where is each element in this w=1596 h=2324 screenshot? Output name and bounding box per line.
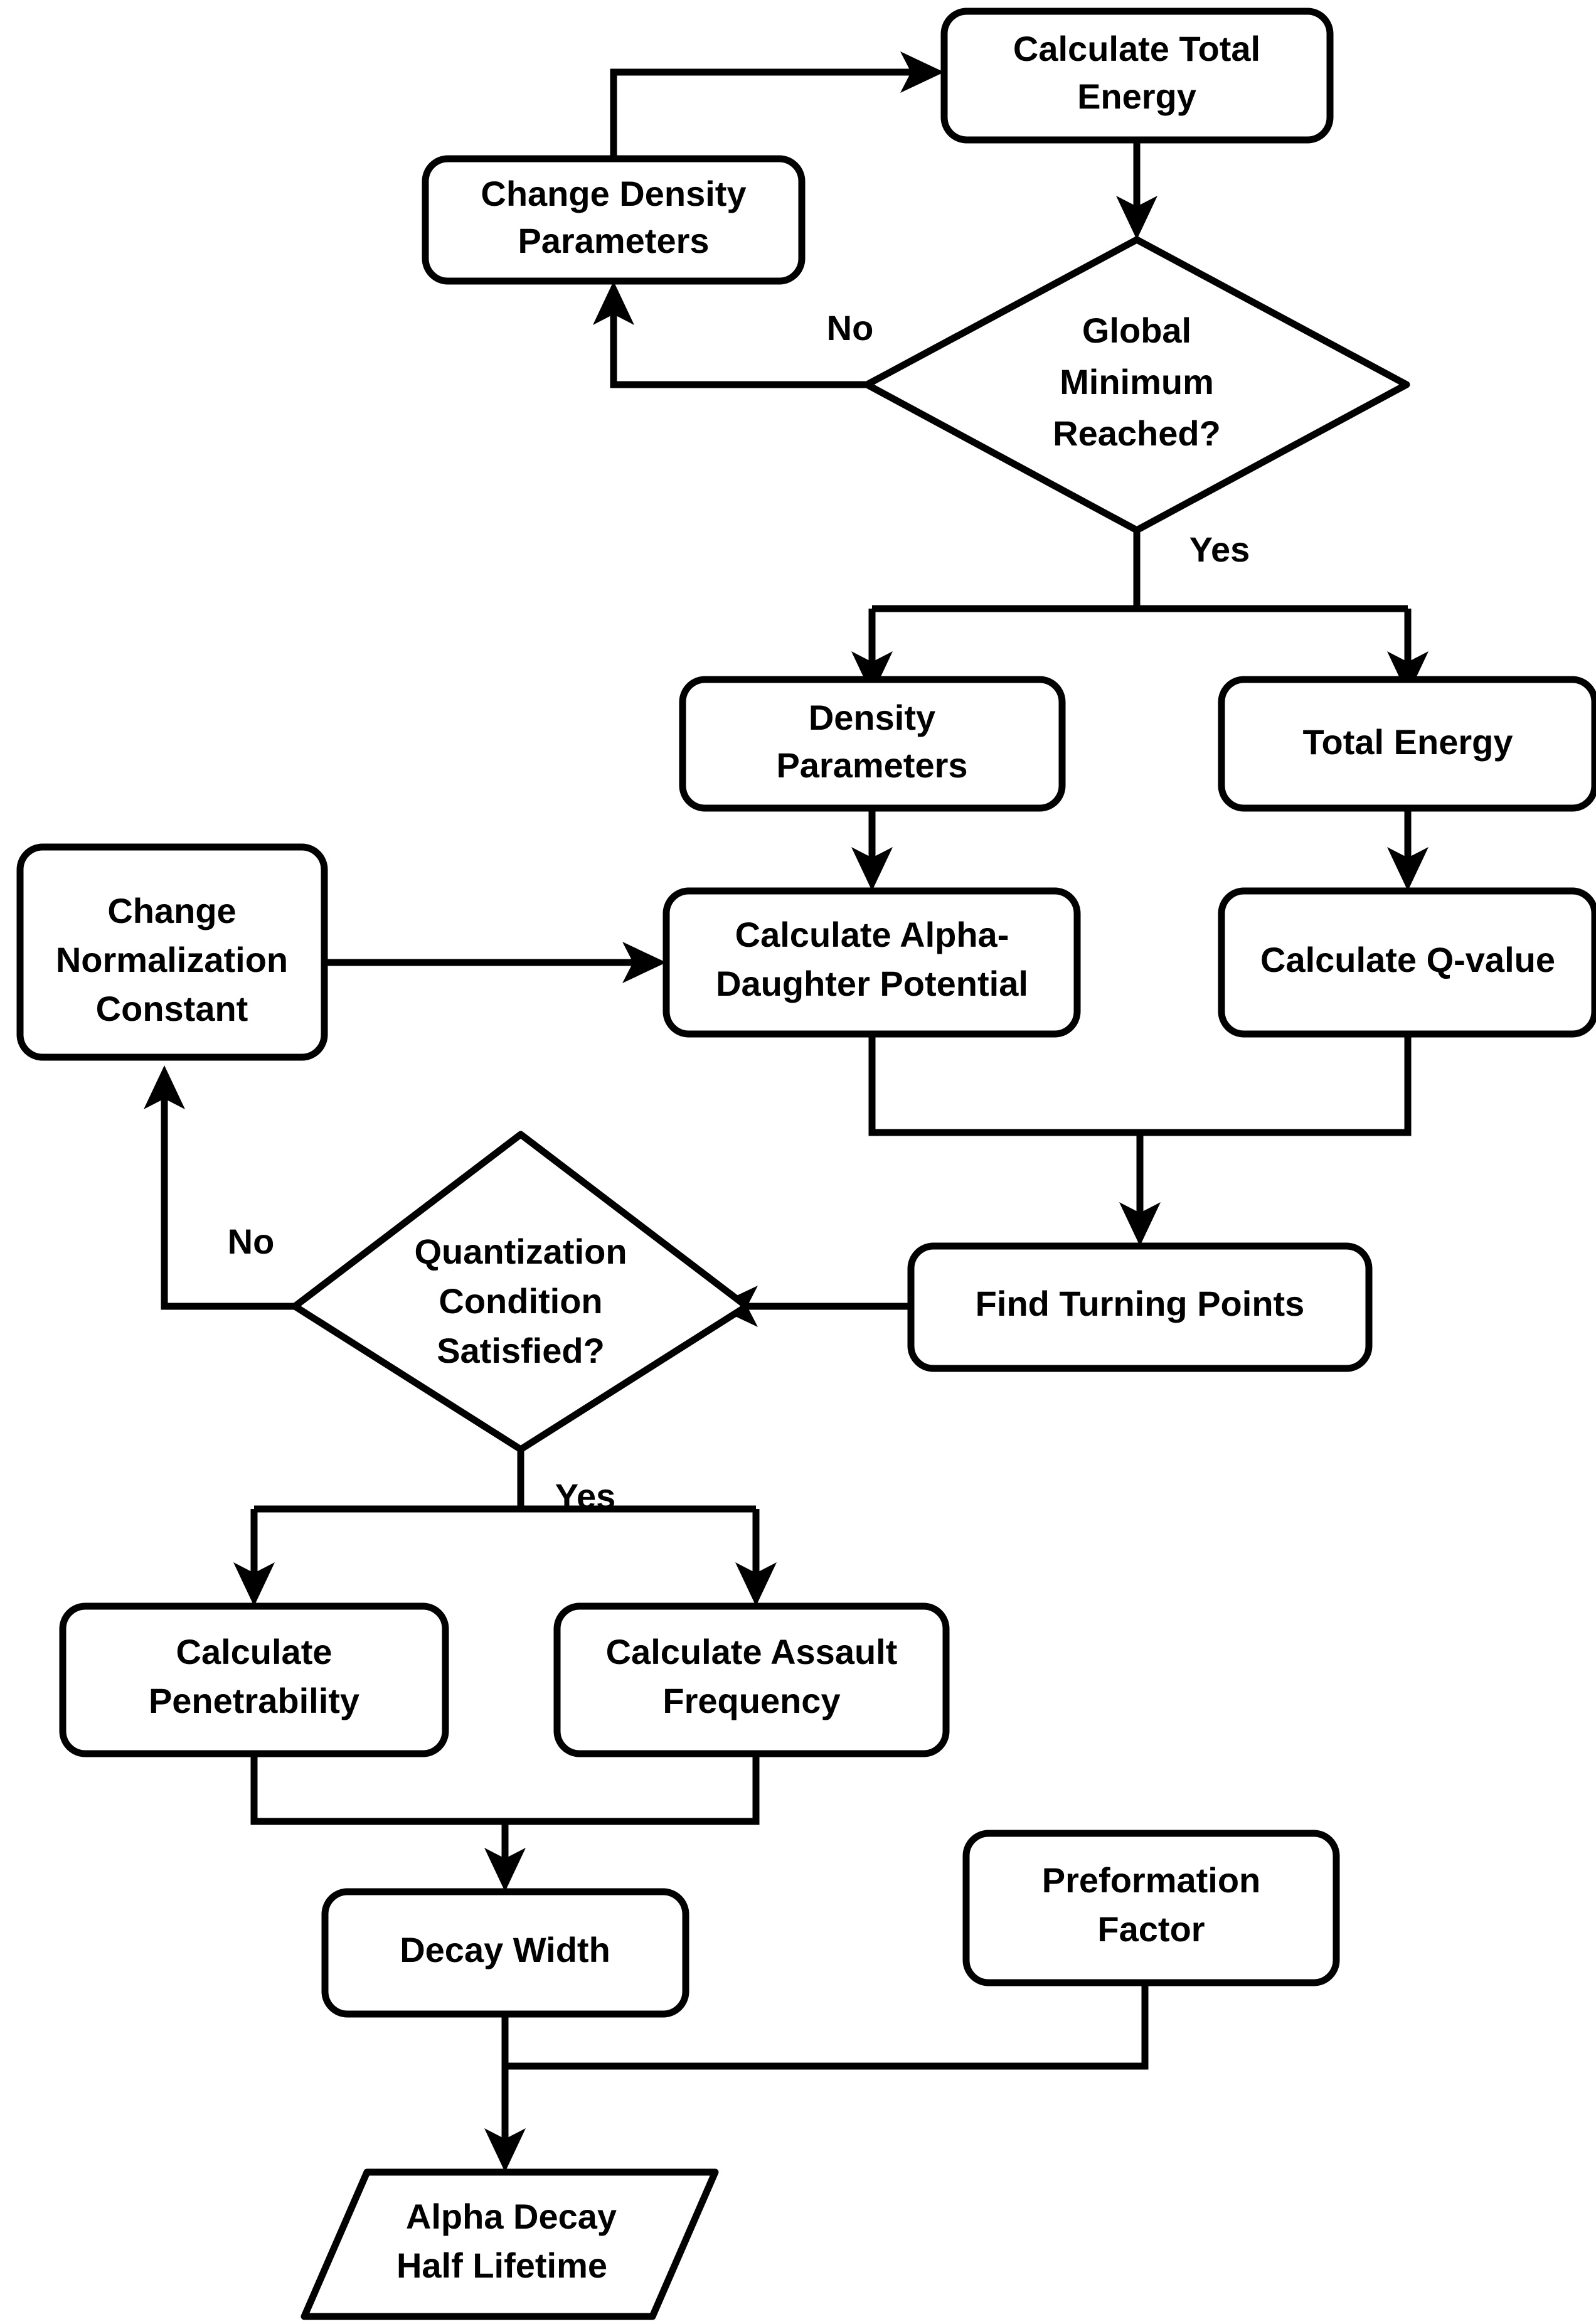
edge-preformation-factor-to-merge	[505, 1983, 1149, 2070]
quantization-condition-satisfied-label-line1: Quantization	[414, 1232, 627, 1271]
alpha-decay-half-lifetime-label-line2: Half Lifetime	[396, 2246, 607, 2285]
arrowhead-to-calculate-q-value	[1387, 847, 1428, 891]
arrowhead-to-calculate-assault-frequency	[735, 1562, 777, 1606]
edge-global-minimum-no-to-change-density	[610, 314, 944, 388]
node-calculate-assault-frequency[interactable]: Calculate Assault Frequency	[553, 1602, 950, 1757]
edge-merge-penetrability-assault	[250, 1754, 760, 1825]
arrowhead-to-calculate-alpha-daughter-potential	[851, 847, 893, 891]
node-total-energy[interactable]: Total Energy	[1218, 676, 1596, 812]
calculate-alpha-daughter-potential-label-line1: Calculate Alpha-	[735, 915, 1009, 954]
total-energy-label-line1: Total Energy	[1302, 722, 1513, 762]
edge-label-global-minimum-yes: Yes	[1189, 530, 1250, 569]
change-normalization-constant-label-line3: Constant	[96, 989, 248, 1028]
find-turning-points-shape[interactable]	[907, 1242, 1373, 1372]
node-density-parameters[interactable]: Density Parameters	[679, 676, 1066, 812]
quantization-condition-satisfied-label-line2: Condition	[439, 1281, 602, 1321]
node-find-turning-points[interactable]: Find Turning Points	[907, 1242, 1373, 1372]
edge-label-quantization-yes: Yes	[555, 1476, 616, 1516]
arrowhead-to-total-energy	[1387, 651, 1428, 695]
edge-change-density-to-calculate-total-energy	[610, 68, 913, 159]
edge-quantization-no-to-change-normalization	[161, 1098, 298, 1310]
arrowhead-to-global-minimum	[1116, 196, 1157, 240]
change-density-parameters-label-line2: Parameters	[518, 221, 709, 260]
calculate-total-energy-shape[interactable]	[940, 8, 1334, 144]
edge-merge-potential-qvalue	[868, 1034, 1412, 1136]
node-change-normalization-constant[interactable]: Change Normalization Constant	[16, 843, 328, 1061]
arrowhead-to-decay-width	[484, 1848, 526, 1892]
node-quantization-condition-satisfied[interactable]: Quantization Condition Satisfied?	[291, 1131, 750, 1453]
calculate-q-value-shape[interactable]	[1218, 887, 1596, 1038]
global-minimum-reached-label-line1: Global	[1082, 311, 1191, 350]
arrowhead-to-calculate-alpha-daughter-potential-left	[622, 942, 666, 983]
node-decay-width[interactable]: Decay Width	[321, 1888, 689, 2018]
preformation-factor-label-line1: Preformation	[1042, 1860, 1261, 1900]
connectors-layer	[144, 51, 1428, 2172]
quantization-condition-satisfied-label-line3: Satisfied?	[437, 1331, 605, 1370]
decay-width-shape[interactable]	[321, 1888, 689, 2018]
arrowhead-to-calculate-penetrability	[233, 1562, 275, 1606]
arrowhead-to-density-parameters	[851, 651, 893, 695]
node-global-minimum-reached[interactable]: Global Minimum Reached?	[863, 236, 1410, 534]
arrowhead-to-calculate-total-energy	[900, 51, 944, 93]
edge-label-quantization-no: No	[228, 1222, 275, 1261]
node-preformation-factor[interactable]: Preformation Factor	[962, 1830, 1340, 1986]
node-calculate-alpha-daughter-potential[interactable]: Calculate Alpha- Daughter Potential	[662, 887, 1081, 1038]
calculate-penetrability-label-line2: Penetrability	[149, 1681, 359, 1720]
node-calculate-total-energy[interactable]: Calculate Total Energy	[940, 8, 1334, 144]
edge-label-global-minimum-no: No	[827, 308, 874, 348]
arrowhead-to-find-turning-points	[1119, 1202, 1161, 1246]
calculate-assault-frequency-shape[interactable]	[553, 1602, 950, 1757]
change-density-parameters-shape[interactable]	[422, 155, 806, 285]
calculate-q-value-label-line1: Calculate Q-value	[1260, 940, 1555, 979]
quantization-condition-satisfied-shape[interactable]	[291, 1131, 750, 1453]
calculate-alpha-daughter-potential-shape[interactable]	[662, 887, 1081, 1038]
alpha-decay-half-lifetime-shape[interactable]	[301, 2168, 719, 2320]
change-density-parameters-label-line1: Change Density	[481, 174, 746, 213]
change-normalization-constant-shape[interactable]	[16, 843, 328, 1061]
change-normalization-constant-label-line1: Change	[107, 891, 236, 930]
global-minimum-reached-shape[interactable]	[863, 236, 1410, 534]
preformation-factor-shape[interactable]	[962, 1830, 1340, 1986]
global-minimum-reached-label-line3: Reached?	[1053, 413, 1221, 453]
calculate-penetrability-label-line1: Calculate	[176, 1632, 332, 1671]
density-parameters-shape[interactable]	[679, 676, 1066, 812]
preformation-factor-label-line2: Factor	[1097, 1909, 1205, 1949]
arrowhead-to-alpha-decay-half-lifetime	[484, 2128, 526, 2172]
calculate-assault-frequency-label-line1: Calculate Assault	[606, 1632, 898, 1671]
decay-width-label-line1: Decay Width	[400, 1930, 610, 1970]
calculate-total-energy-label-line2: Energy	[1077, 77, 1196, 116]
density-parameters-label-line1: Density	[809, 698, 935, 737]
edge-quantization-yes-split	[250, 1449, 760, 1574]
calculate-total-energy-label-line1: Calculate Total	[1013, 29, 1260, 68]
arrowhead-to-change-normalization-constant	[144, 1065, 185, 1109]
arrowhead-to-change-density-parameters	[593, 281, 634, 325]
edge-global-minimum-yes-split	[868, 530, 1412, 662]
global-minimum-reached-label-line2: Minimum	[1060, 362, 1214, 402]
calculate-penetrability-shape[interactable]	[59, 1602, 449, 1757]
total-energy-shape[interactable]	[1218, 676, 1596, 812]
change-normalization-constant-label-line2: Normalization	[56, 940, 288, 979]
calculate-alpha-daughter-potential-label-line2: Daughter Potential	[716, 964, 1028, 1003]
node-calculate-q-value[interactable]: Calculate Q-value	[1218, 887, 1596, 1038]
alpha-decay-half-lifetime-label-line1: Alpha Decay	[406, 2197, 617, 2236]
density-parameters-label-line2: Parameters	[776, 745, 967, 785]
node-calculate-penetrability[interactable]: Calculate Penetrability	[59, 1602, 449, 1757]
find-turning-points-label-line1: Find Turning Points	[976, 1284, 1305, 1323]
node-change-density-parameters[interactable]: Change Density Parameters	[422, 155, 806, 285]
calculate-assault-frequency-label-line2: Frequency	[662, 1681, 840, 1720]
node-alpha-decay-half-lifetime[interactable]: Alpha Decay Half Lifetime	[301, 2168, 719, 2320]
